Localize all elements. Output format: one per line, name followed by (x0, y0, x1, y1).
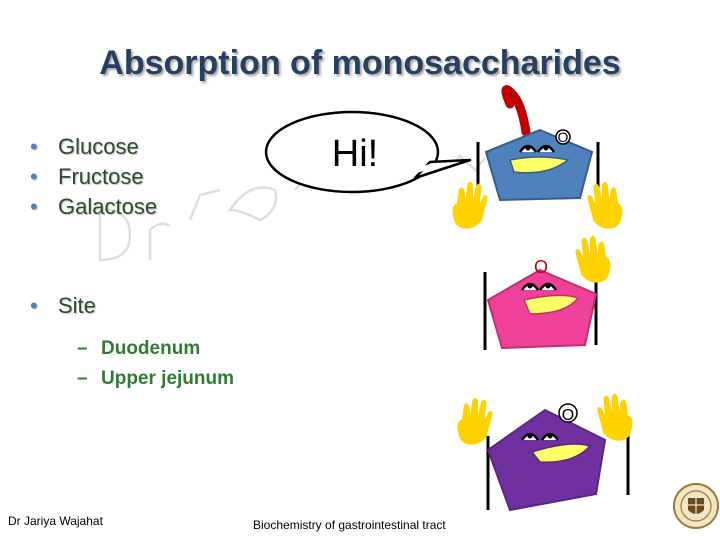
eyes-icon (518, 144, 556, 153)
bullet-text: Galactose (58, 194, 158, 219)
hand-icon (575, 235, 611, 283)
eyes-icon (520, 432, 560, 441)
mouth-icon (530, 443, 592, 463)
footer-course: Biochemistry of gastrointestinal tract (253, 518, 446, 532)
slide-title: Absorption of monosaccharides (99, 44, 621, 82)
mouth-letter: O (558, 129, 569, 145)
bullet-icon: • (30, 164, 38, 189)
list-item: –Upper jejunum (77, 364, 234, 394)
hand-icon (597, 393, 633, 441)
mouth-letter: O (534, 257, 548, 277)
fructose-character: O (483, 235, 611, 350)
site-heading: • Site (30, 293, 96, 319)
bullet-text: Fructose (58, 164, 144, 189)
site-list: –Duodenum –Upper jejunum (77, 334, 234, 394)
bullet-icon: • (30, 194, 38, 219)
speech-bubble-text: Hi! (332, 133, 378, 175)
college-seal-icon (673, 483, 719, 529)
site-label: Site (58, 293, 96, 318)
mouth-letter: O (562, 407, 574, 424)
glucose-character: O (452, 85, 623, 229)
monosaccharide-list: • Glucose • Fructose • Galactose (30, 132, 157, 222)
list-item: –Duodenum (77, 334, 234, 364)
dash-icon: – (77, 338, 88, 359)
galactose-character: O (457, 393, 633, 512)
site-item-text: Upper jejunum (101, 368, 235, 389)
speech-bubble: Hi! (264, 110, 472, 194)
dash-icon: – (77, 368, 88, 389)
list-item: • Glucose (30, 132, 157, 162)
mouth-icon (522, 294, 580, 315)
eyes-icon (520, 282, 558, 291)
list-item: • Galactose (30, 192, 157, 222)
site-item-text: Duodenum (101, 338, 201, 359)
bullet-icon: • (30, 293, 38, 318)
mouth-icon (509, 156, 570, 174)
list-item: • Fructose (30, 162, 157, 192)
footer-author: Dr Jariya Wajahat (8, 514, 103, 528)
hand-icon (452, 181, 488, 229)
bullet-icon: • (30, 134, 38, 159)
hand-icon (587, 181, 623, 229)
bullet-text: Glucose (58, 134, 139, 159)
